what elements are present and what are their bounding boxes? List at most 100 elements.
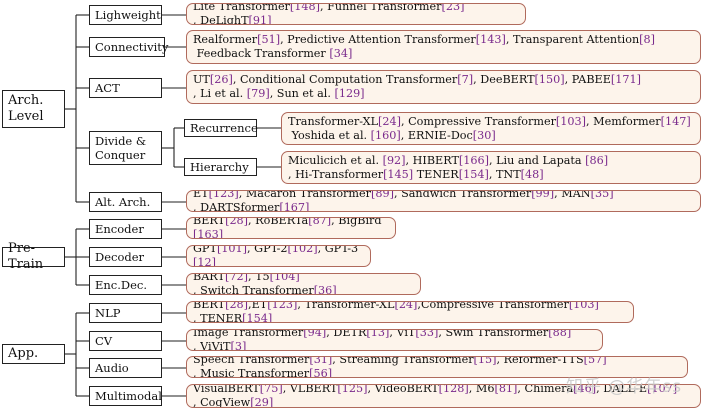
citation: [88] [548,329,572,339]
citation: [99] [531,190,555,200]
method-text: , ERNIE-Doc [400,128,473,142]
leaf-encoder: BERT[28], RoBERTa[87], BigBird[163] [186,217,396,239]
watermark: 知乎 @华年ss [566,377,683,397]
citation: [154] [242,312,273,323]
citation: [167] [279,201,310,212]
node-encdec: Enc.Dec. [89,275,162,295]
method-text: VisualBERT [193,384,260,395]
leaf-multimodal: VisualBERT[75], VLBERT[125], VideoBERT[1… [186,384,701,408]
node-decoder: Decoder [89,247,162,267]
node-label: ACT [95,81,120,95]
citation: [3] [230,340,247,351]
citation: [123] [208,190,239,200]
method-text: BERT [193,217,226,227]
node-nlp: NLP [89,303,162,323]
citation: [51] [257,33,281,46]
leaf-cv: Image Transformer[94], DETR[13], ViT[33]… [186,329,603,351]
citation: [26] [209,73,233,86]
citation: [154] [458,167,489,181]
node-label: CV [95,334,113,348]
method-text: , Predictive Attention Transformer [280,33,476,46]
leaf-hierarchy: Miculicich et al. [92], HIBERT[166], Liu… [281,151,701,184]
leaf-nlp: BERT[28],ET[123], Transformer-XL[24],Com… [186,301,634,323]
method-text: , Sun et al. [269,87,335,100]
citation: [31] [309,356,333,366]
method-text: , Streaming Transformer [332,356,474,366]
citation: [104] [269,273,300,283]
node-label: Alt. Arch. [95,195,151,209]
node-label: Decoder [95,250,145,264]
method-text: Transformer-XL [288,114,379,128]
citation: [23] [441,3,465,13]
method-text: BERT [193,301,226,311]
method-text: ,ET [248,301,268,311]
node-act: ACT [89,78,162,98]
node-hierarchy: Hierarchy [184,158,257,176]
method-text: , Swin Transformer [438,329,549,339]
method-text: , DARTSformer [193,201,280,212]
method-text: , TENER [193,312,243,323]
leaf-altarch: ET[123], Macaron Transformer[89], Sandwi… [186,190,701,212]
leaf-act: UT[26], Conditional Computation Transfor… [186,70,701,104]
leaf-decoder: GPT[101], GPT-2[102], GPT-3[12] [186,245,371,267]
node-audio: Audio [89,358,162,378]
node-altarch: Alt. Arch. [89,192,162,212]
citation: [102] [287,245,318,255]
method-text: Lite Transformer [193,3,290,13]
citation: [7] [457,73,474,86]
citation: [57] [583,356,607,366]
node-label: Hierarchy [190,160,249,174]
citation: [92] [382,153,406,167]
node-label: Audio [95,361,129,375]
leaf-lighweight: Lite Transformer[148], Funnel Transforme… [186,3,526,25]
method-text: , DeLighT [193,14,249,25]
method-text: , T5 [247,273,270,283]
method-text: , Compressive Transformer [400,114,556,128]
citation: [163] [193,228,224,239]
citation: [103] [568,301,599,311]
citation: [15] [473,356,497,366]
method-text: , Transparent Attention [505,33,640,46]
node-lighweight: Lighweight [89,5,162,25]
citation: [34] [329,47,353,60]
node-multimodal: Multimodal [89,386,162,406]
node-app: App. [2,344,65,364]
citation: [46] [573,384,597,395]
citation: [125] [337,384,368,395]
citation: [48] [520,167,544,181]
citation: [107] [647,384,678,395]
method-text: , VLBERT [282,384,338,395]
method-text: , Hi-Transformer [288,167,384,181]
node-label: Encoder [95,222,144,236]
node-label: Enc.Dec. [95,278,148,292]
method-text: , Li et al. [193,87,247,100]
citation: [33] [415,329,439,339]
method-text: GPT [193,245,217,255]
citation: [28] [225,217,249,227]
node-label: Connectivity [95,40,169,54]
citation: [147] [660,114,691,128]
node-arch: Arch. Level [2,90,65,128]
leaf-recurrence: Transformer-XL[24], Compressive Transfor… [281,112,701,145]
method-text: , Switch Transformer [193,284,314,295]
method-text: , DETR [326,329,367,339]
citation: [94] [303,329,327,339]
method-text: , Liu and Lapata [489,153,586,167]
node-pretrain: Pre-Train [2,241,65,272]
method-text: ET [193,190,209,200]
citation: [24] [394,301,418,311]
method-text: , VideoBERT [367,384,439,395]
citation: [145] [383,167,414,181]
method-text: , BigBird [331,217,382,227]
citation: [86] [585,153,609,167]
citation: [29] [250,396,274,408]
node-label: Multimodal [95,389,162,403]
method-text: Realformer [193,33,258,46]
method-text: , Memformer [586,114,661,128]
node-label: Divide & Conquer [95,134,147,162]
citation: [128] [438,384,469,395]
citation: [129] [334,87,365,100]
citation: [13] [366,329,390,339]
method-text: , CogView [193,396,251,408]
method-text: , RoBERTa [248,217,309,227]
